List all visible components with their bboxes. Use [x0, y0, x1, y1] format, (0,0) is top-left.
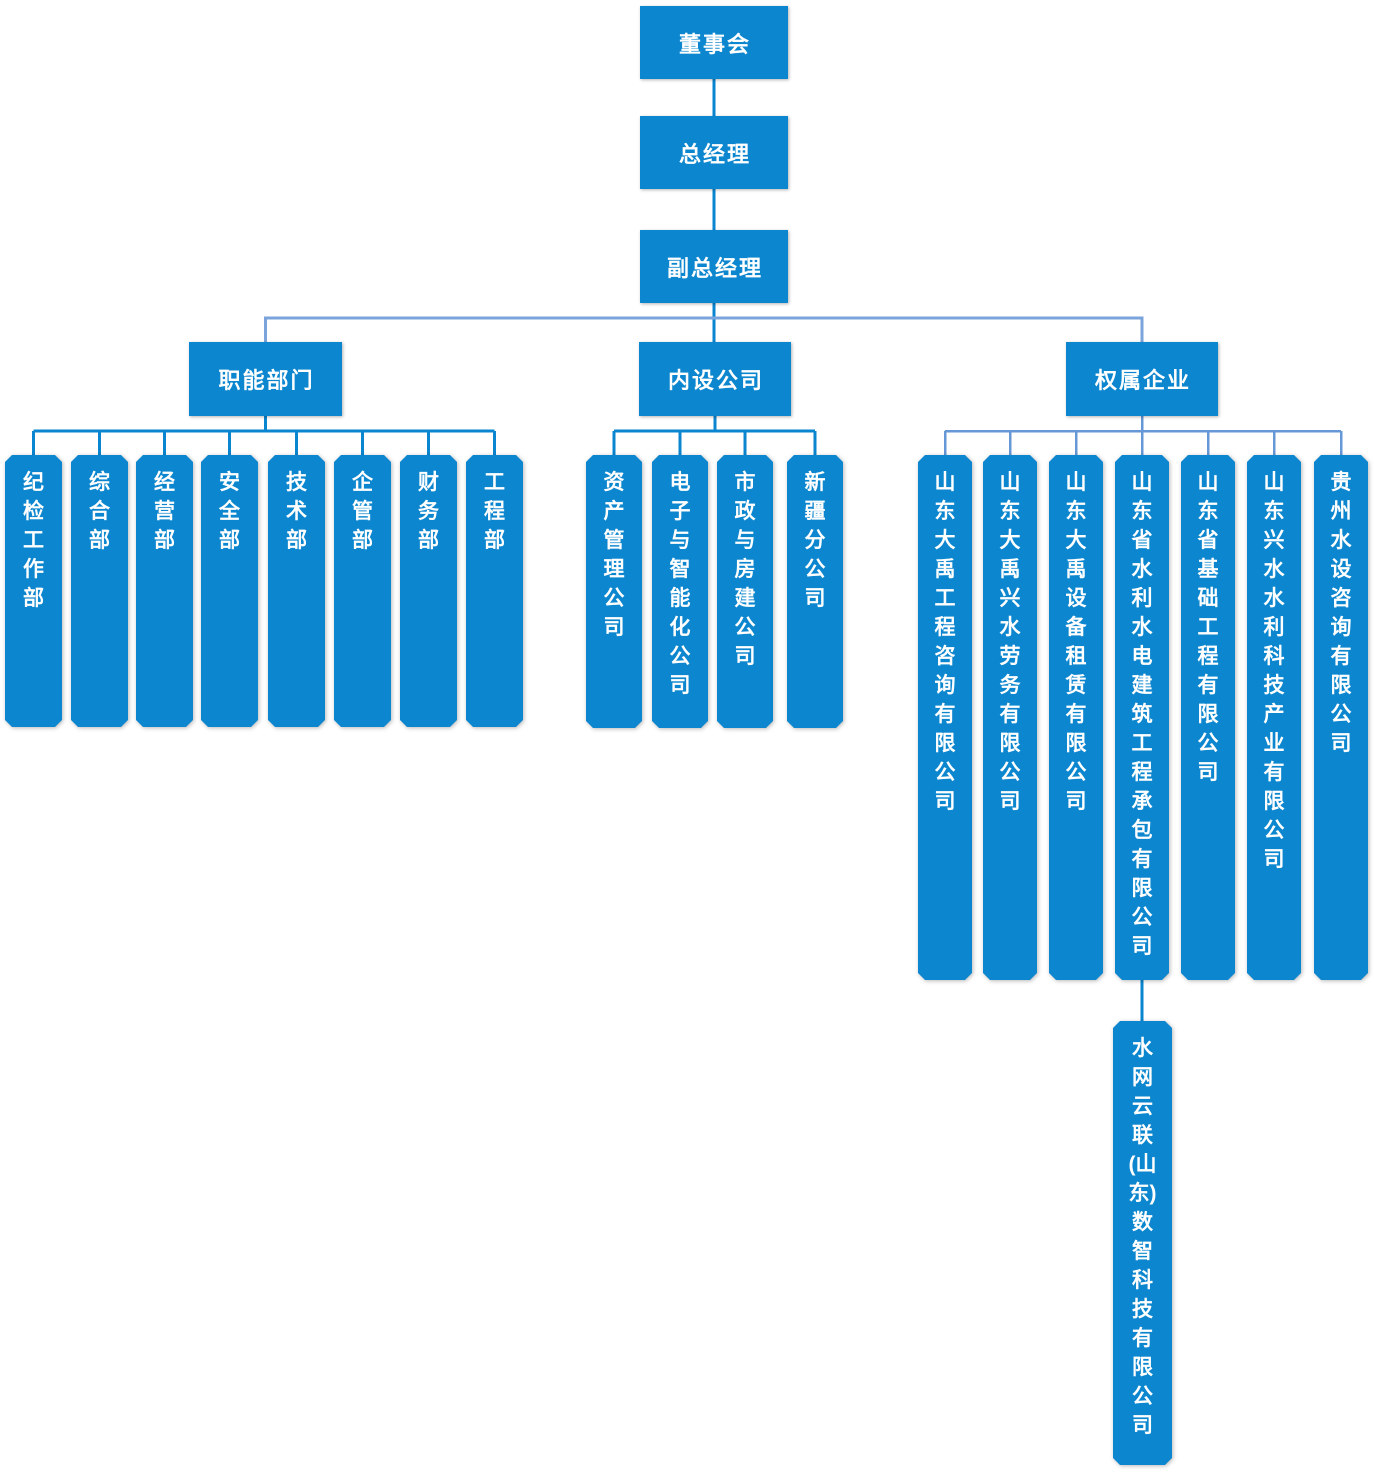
org-node: 市政与房建公司 — [717, 455, 773, 728]
org-node: 经营部 — [136, 455, 193, 727]
org-node: 企管部 — [334, 455, 391, 727]
org-node-label: 纪检工作部 — [5, 455, 62, 727]
org-node: 贵州水设咨询有限公司 — [1314, 455, 1368, 980]
org-node-label: 水网云联(山东)数智科技有限公司 — [1113, 1021, 1172, 1465]
branch-header-affiliated-enterprises: 权属企业 — [1066, 342, 1218, 416]
org-node-label: 安全部 — [201, 455, 258, 727]
org-node-label: 工程部 — [466, 455, 523, 727]
org-node: 技术部 — [268, 455, 325, 727]
branch-header-internal-companies: 内设公司 — [639, 342, 791, 416]
org-node-label: 财务部 — [400, 455, 457, 727]
node-general-manager: 总经理 — [640, 116, 788, 189]
org-node: 新疆分公司 — [787, 455, 843, 728]
org-node: 安全部 — [201, 455, 258, 727]
org-node-label: 综合部 — [71, 455, 128, 727]
org-node: 电子与智能化公司 — [652, 455, 708, 728]
org-node: 财务部 — [400, 455, 457, 727]
node-grandchild-company: 水网云联(山东)数智科技有限公司 — [1113, 1021, 1172, 1465]
org-node-label: 山东兴水水利科技产业有限公司 — [1247, 455, 1301, 980]
org-node: 工程部 — [466, 455, 523, 727]
org-node: 山东大禹兴水劳务有限公司 — [983, 455, 1037, 980]
branch-header-functional-departments: 职能部门 — [189, 342, 342, 416]
org-node-label: 山东大禹工程咨询有限公司 — [918, 455, 972, 980]
org-node: 山东大禹工程咨询有限公司 — [918, 455, 972, 980]
org-node: 综合部 — [71, 455, 128, 727]
node-deputy-general-manager: 副总经理 — [640, 230, 788, 303]
org-node-label: 电子与智能化公司 — [652, 455, 708, 728]
org-node-label: 山东大禹设备租赁有限公司 — [1049, 455, 1103, 980]
node-board-of-directors: 董事会 — [640, 6, 788, 79]
org-node: 纪检工作部 — [5, 455, 62, 727]
org-node-label: 企管部 — [334, 455, 391, 727]
org-node-label: 经营部 — [136, 455, 193, 727]
org-node-label: 山东大禹兴水劳务有限公司 — [983, 455, 1037, 980]
org-node-label: 资产管理公司 — [586, 455, 642, 728]
org-node-label: 山东省基础工程有限公司 — [1181, 455, 1235, 980]
org-node-label: 技术部 — [268, 455, 325, 727]
org-node-label: 山东省水利水电建筑工程承包有限公司 — [1115, 455, 1169, 980]
org-node-label: 市政与房建公司 — [717, 455, 773, 728]
org-node: 山东省水利水电建筑工程承包有限公司 — [1115, 455, 1169, 980]
org-node: 山东大禹设备租赁有限公司 — [1049, 455, 1103, 980]
org-node: 山东省基础工程有限公司 — [1181, 455, 1235, 980]
org-node: 山东兴水水利科技产业有限公司 — [1247, 455, 1301, 980]
org-node: 资产管理公司 — [586, 455, 642, 728]
org-node-label: 贵州水设咨询有限公司 — [1314, 455, 1368, 980]
org-node-label: 新疆分公司 — [787, 455, 843, 728]
